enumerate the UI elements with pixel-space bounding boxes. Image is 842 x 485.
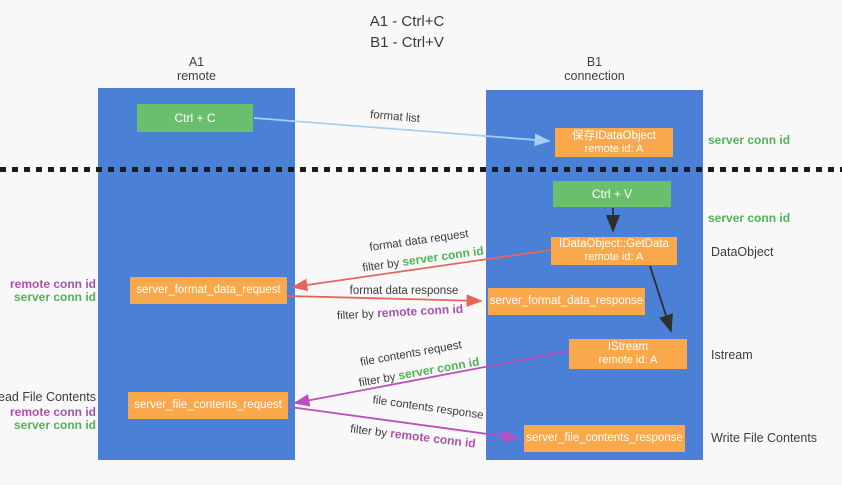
label-format-data-response: format data response [349,285,459,297]
node-save-idataobject: 保存IDataObject remote id: A [555,128,673,157]
save-idataobject-line1: 保存IDataObject [572,129,656,142]
arrow-format-list [253,117,551,147]
node-ctrl-v: Ctrl + V [553,181,671,207]
server-format-data-request-label: server_format_data_request [136,284,281,296]
lane-a1-header: A1 remote [98,55,295,83]
format-conn-id-pair: remote conn id server conn id [10,278,96,304]
lane-b1-role: connection [564,69,625,83]
diagram-title: A1 - Ctrl+C B1 - Ctrl+V [307,11,507,53]
lane-b1-header: B1 connection [486,55,703,83]
label-write-file-contents: Write File Contents [711,431,818,445]
label-server-conn-id-mid: server conn id [708,211,791,225]
title-line-b1: B1 - Ctrl+V [370,34,444,51]
arrow-file-contents-response [289,406,519,443]
ctrl-v-label: Ctrl + V [591,186,633,201]
node-server-file-contents-request: server_file_contents_request [128,392,288,419]
title-line-a1: A1 - Ctrl+C [369,13,445,30]
istream-line2: remote id: A [598,354,658,366]
lane-a1-role: remote [177,69,216,83]
lane-a1-name: A1 [188,55,205,69]
server-file-contents-request-label: server_file_contents_request [134,399,282,411]
arrow-format-data-response [287,294,483,307]
getdata-line2: remote id: A [584,251,644,263]
dashed-separator-line [0,167,842,172]
server-file-contents-response-label: server_file_contents_response [526,432,683,444]
file-conn-id-group: Read File Contents remote conn id server… [0,391,96,432]
label-remote-conn-id-format: remote conn id [9,277,96,291]
node-server-format-data-request: server_format_data_request [130,277,287,304]
label-server-conn-id-top: server conn id [708,133,791,147]
node-istream: IStream remote id: A [569,339,687,369]
istream-line1: IStream [607,341,649,353]
node-idataobject-getdata: IDataObject::GetData remote id: A [551,237,677,265]
label-read-file-contents: Read File Contents [0,390,96,404]
getdata-line1: IDataObject::GetData [559,238,669,250]
label-istream: Istream [711,348,753,362]
arrow-format-data-request [291,249,552,292]
node-ctrl-c: Ctrl + C [137,104,253,132]
server-format-data-response-label: server_format_data_response [489,295,644,307]
node-server-file-contents-response: server_file_contents_response [524,425,685,452]
save-idataobject-line2: remote id: A [584,142,644,155]
arrow-getdata-to-istream [649,265,673,333]
label-dataobject: DataObject [711,245,774,259]
label-server-conn-id-file: server conn id [13,418,96,432]
lane-b1-name: B1 [586,55,603,69]
label-remote-conn-id-file: remote conn id [9,405,96,419]
filter-by-text: filter by [336,308,375,323]
node-server-format-data-response: server_format_data_response [488,288,645,315]
ctrl-c-label: Ctrl + C [174,110,216,125]
label-server-conn-id-format: server conn id [13,290,96,304]
arrow-file-contents-request [293,350,570,407]
